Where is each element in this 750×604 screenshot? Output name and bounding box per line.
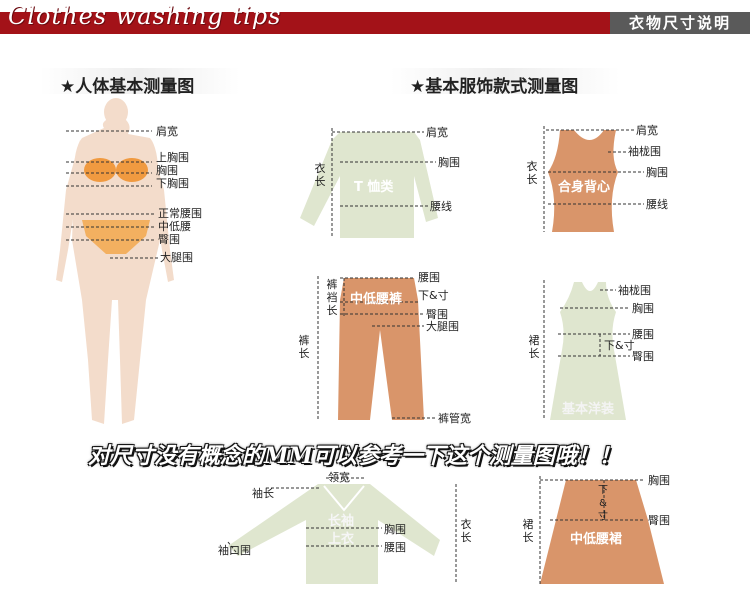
- dress-label-length: 裙长: [528, 334, 540, 360]
- sweater-label-cuff: 袖口围: [218, 544, 251, 557]
- sweater-label-chest: 胸围: [384, 523, 406, 536]
- skirt-label-rise: 下&寸: [598, 485, 608, 522]
- sweater-name-line2: 上衣: [328, 532, 355, 547]
- body-measure-lines: [66, 130, 158, 259]
- heading-shadow-right: [390, 68, 620, 94]
- body-figure: [56, 98, 174, 424]
- skirt-measure-lines: [539, 476, 644, 584]
- dress-label-chest: 胸围: [632, 302, 654, 315]
- heading-shadow-left: [40, 68, 240, 94]
- tank-label-chest: 胸围: [646, 166, 668, 179]
- pants-label-hem: 裤管宽: [438, 412, 471, 425]
- page-title: 衣物尺寸说明: [610, 12, 750, 34]
- script-title: Clothes washing tips: [8, 2, 282, 30]
- dress-label-hip: 臀围: [632, 350, 654, 363]
- header-bar: [0, 12, 750, 34]
- dress-figure: [550, 282, 626, 420]
- dress-label-rise: 下&寸: [604, 339, 635, 352]
- tshirt-label-waistline: 腰线: [430, 200, 452, 213]
- body-label-under-chest: 下胸围: [156, 177, 189, 190]
- tshirt-measure-lines: [331, 128, 436, 238]
- pants-name: 中低腰裤: [350, 292, 403, 307]
- skirt-label-chest: 胸围: [648, 474, 670, 487]
- body-label-waist: 正常腰围: [158, 207, 202, 220]
- body-label-shoulder: 肩宽: [156, 125, 178, 138]
- skirt-label-hip: 臀围: [648, 514, 670, 527]
- body-label-low-waist: 中低腰: [158, 220, 191, 233]
- pants-label-inseam: 裤裆长: [326, 278, 338, 317]
- sweater-label-waist: 腰围: [384, 541, 406, 554]
- tshirt-label-shoulder: 肩宽: [426, 126, 448, 139]
- pants-label-length: 裤长: [298, 334, 310, 360]
- skirt-label-length: 裙长: [522, 518, 534, 544]
- tank-figure: [548, 130, 618, 232]
- body-section-heading: ★人体基本测量图: [60, 77, 195, 97]
- body-label-thigh: 大腿围: [160, 251, 193, 264]
- banner-text: 对尺寸没有概念的MM可以参考一下这个测量图哦！！: [88, 443, 621, 469]
- body-label-chest: 胸围: [156, 164, 178, 177]
- dress-label-armhole: 袖栊围: [618, 284, 651, 297]
- sweater-measure-lines: [227, 477, 457, 584]
- tshirt-label-chest: 胸围: [438, 156, 460, 169]
- skirt-name: 中低腰裙: [570, 532, 623, 547]
- sweater-label-length: 衣长: [460, 518, 472, 544]
- tshirt-label-length: 衣长: [314, 162, 326, 188]
- pants-label-waist: 腰围: [418, 271, 440, 284]
- body-label-hip: 臀围: [158, 233, 180, 246]
- skirt-figure: [540, 480, 664, 584]
- garment-section-heading: ★基本服饰款式测量图: [410, 77, 579, 97]
- pants-label-thigh: 大腿围: [426, 320, 459, 333]
- tshirt-name: T 恤类: [354, 180, 394, 195]
- pants-label-rise: 下&寸: [418, 289, 449, 302]
- dress-label-waist: 腰围: [632, 328, 654, 341]
- sweater-label-neck: 领宽: [328, 471, 350, 484]
- tank-name: 合身背心: [558, 180, 611, 195]
- sweater-label-sleeve: 袖长: [252, 487, 274, 500]
- dress-name: 基本洋装: [562, 402, 615, 417]
- tank-label-shoulder: 肩宽: [636, 124, 658, 137]
- tank-label-waistline: 腰线: [646, 198, 668, 211]
- pants-label-hip: 臀围: [426, 308, 448, 321]
- sweater-name-line1: 长袖: [328, 514, 355, 529]
- tshirt-figure: [300, 132, 438, 238]
- body-label-upper-chest: 上胸围: [156, 151, 189, 164]
- tank-measure-lines: [543, 126, 644, 232]
- tank-label-length: 衣长: [526, 160, 538, 186]
- dress-measure-lines: [543, 280, 630, 420]
- sweater-figure: [228, 484, 440, 584]
- pants-measure-lines: [317, 276, 436, 420]
- tank-label-armhole: 袖栊围: [628, 145, 661, 158]
